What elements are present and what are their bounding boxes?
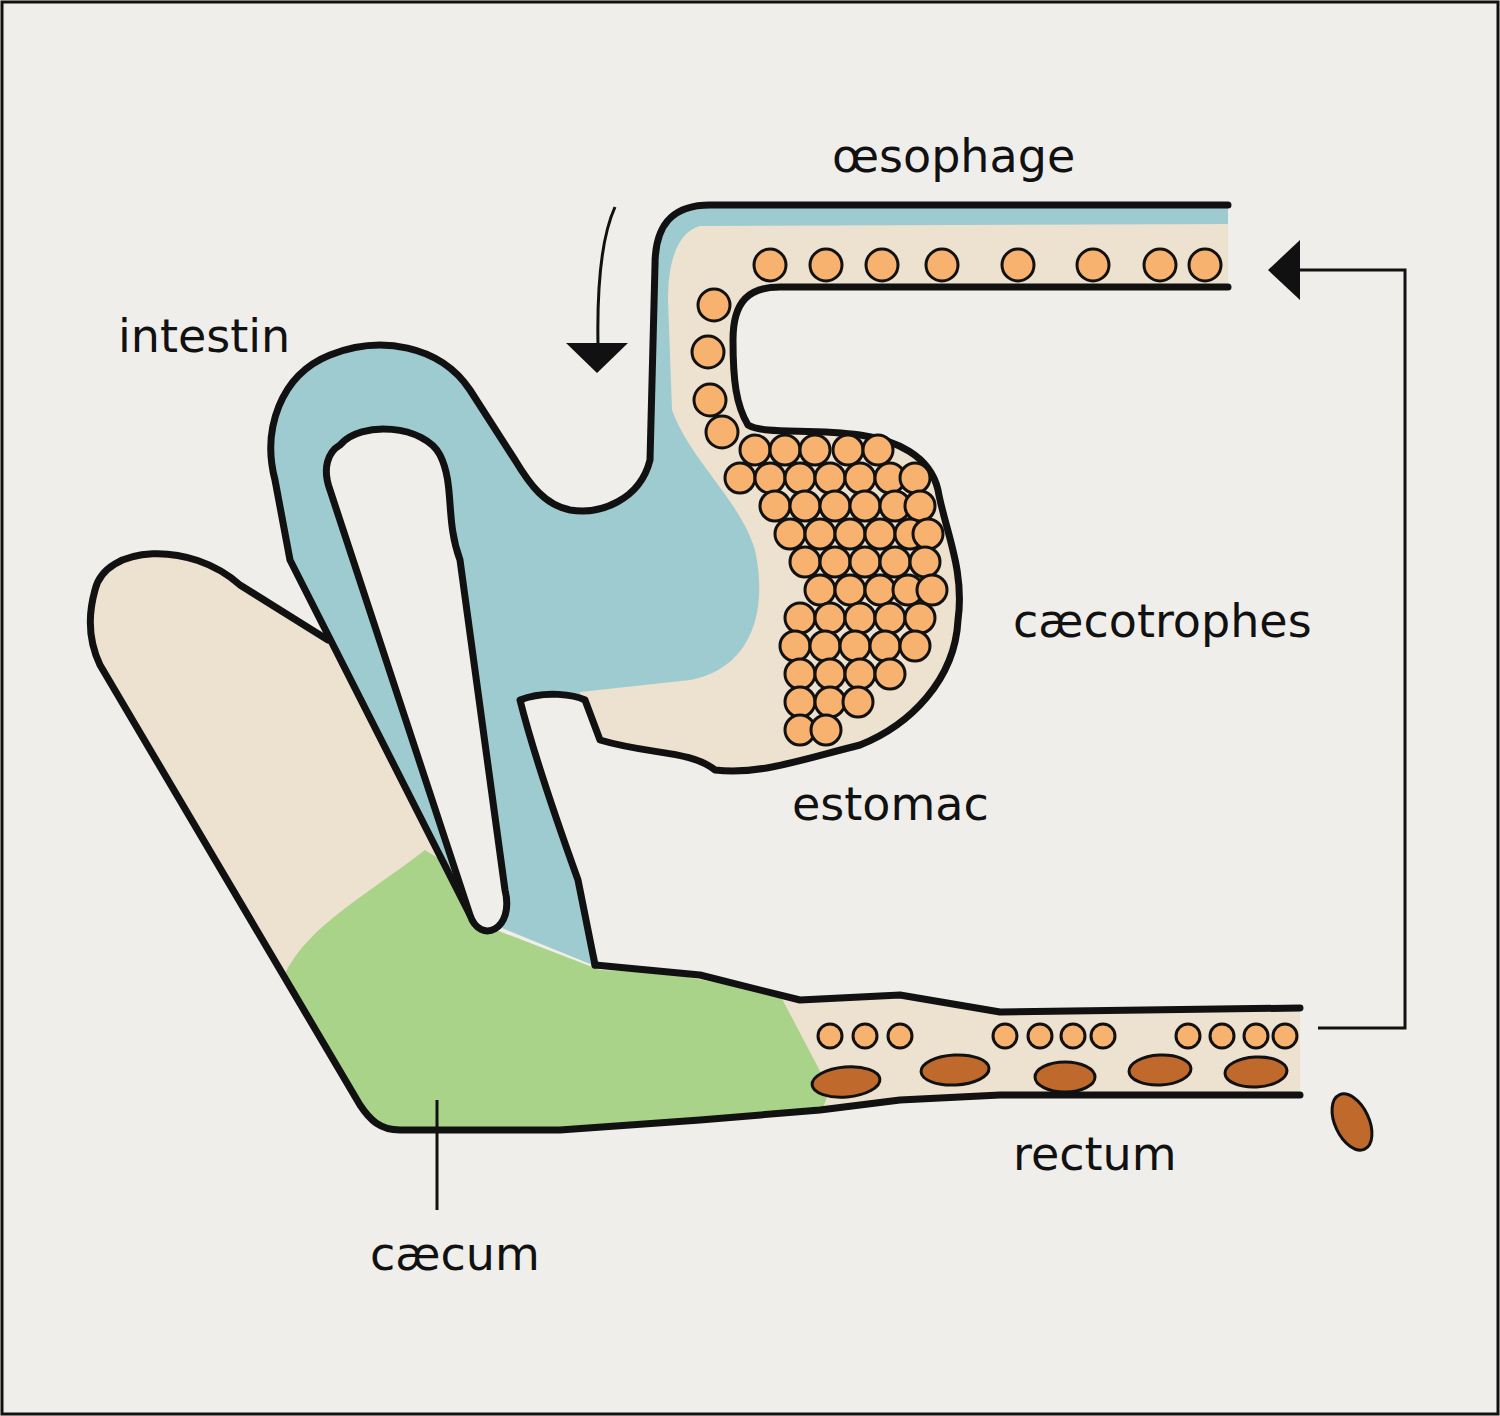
caecotrophe-pellet (811, 715, 841, 745)
caecotrophe-pellet (845, 603, 875, 633)
caecotrophe-pellet (993, 1024, 1017, 1048)
caecotrophe-pellet (706, 416, 738, 448)
pellet-group (692, 249, 1380, 1156)
caecotrophe-pellet (888, 1024, 912, 1048)
caecotrophe-pellet (1144, 249, 1176, 281)
caecotrophe-pellet (863, 435, 893, 465)
caecotrophe-pellet (835, 575, 865, 605)
caecotrophe-pellet (833, 435, 863, 465)
caecotrophe-pellet (760, 491, 790, 521)
caecotrophe-pellet (820, 547, 850, 577)
caecotrophe-pellet (775, 519, 805, 549)
caecotrophe-pellet (785, 687, 815, 717)
faecal-pellet (920, 1053, 989, 1087)
part-label: œsophage (832, 130, 1075, 183)
caecotrophe-pellet (810, 249, 842, 281)
faecal-pellet (1035, 1062, 1095, 1092)
caecotrophe-pellet (790, 547, 820, 577)
caecotrophe-pellet (725, 463, 755, 493)
faecal-pellet (1224, 1055, 1287, 1088)
caecotrophe-pellet (1176, 1024, 1200, 1048)
caecotrophe-pellet (870, 631, 900, 661)
flow-arrow (598, 207, 615, 345)
caecotrophe-pellet (875, 659, 905, 689)
caecotrophe-pellet (815, 687, 845, 717)
caecotrophe-pellet (754, 249, 786, 281)
caecotrophe-pellet (835, 519, 865, 549)
part-label: rectum (1013, 1128, 1177, 1181)
caecotrophe-pellet (875, 603, 905, 633)
caecotrophe-pellet (810, 631, 840, 661)
caecotrophe-pellet (818, 1024, 842, 1048)
caecotrophe-pellet (850, 547, 880, 577)
caecotrophe-pellet (1189, 249, 1221, 281)
caecotrophe-pellet (1061, 1024, 1085, 1048)
caecotrophe-pellet (1091, 1024, 1115, 1048)
faecal-pellet (1324, 1088, 1380, 1157)
caecotrophe-pellet (1028, 1024, 1052, 1048)
arrowhead (1268, 240, 1300, 300)
caecotrophe-pellet (800, 435, 830, 465)
rectum-outline (595, 965, 1300, 1012)
caecotrophe-pellet (853, 1024, 877, 1048)
caecotrophe-pellet (845, 463, 875, 493)
caecotrophe-pellet (843, 687, 873, 717)
caecotrophe-pellet (785, 463, 815, 493)
caecotrophe-pellet (805, 519, 835, 549)
caecotrophe-pellet (865, 575, 895, 605)
leader-line (436, 1100, 439, 1210)
caecotrophe-pellet (917, 575, 947, 605)
caecotrophe-pellet (850, 491, 880, 521)
caecotrophe-pellet (1244, 1024, 1268, 1048)
caecotrophe-pellet (900, 463, 930, 493)
caecum-content (280, 850, 830, 1140)
caecotrophe-pellet (740, 435, 770, 465)
caecotrophe-pellet (910, 547, 940, 577)
caecotrophe-pellet (815, 463, 845, 493)
caecotrophe-pellet (865, 519, 895, 549)
caecotrophe-pellet (1273, 1024, 1297, 1048)
caecotrophe-pellet (755, 463, 785, 493)
faecal-pellet (1128, 1053, 1191, 1086)
caecotrophe-pellet (845, 659, 875, 689)
caecotrophe-pellet (694, 384, 726, 416)
part-label: intestin (118, 310, 290, 363)
faecal-pellet (811, 1064, 881, 1100)
caecotrophe-pellet (866, 249, 898, 281)
part-label: cæcotrophes (1013, 595, 1312, 648)
caecotrophe-pellet (1210, 1024, 1234, 1048)
caecotrophe-pellet (880, 547, 910, 577)
caecotrophe-pellet (785, 659, 815, 689)
caecotrophe-pellet (820, 491, 850, 521)
caecotrophe-pellet (1077, 249, 1109, 281)
part-label: estomac (792, 778, 989, 831)
caecotrophe-pellet (815, 603, 845, 633)
caecotrophe-pellet (905, 603, 935, 633)
arrowhead (566, 343, 628, 373)
caecotrophe-pellet (790, 491, 820, 521)
caecotrophe-pellet (770, 435, 800, 465)
caecotrophe-pellet (926, 249, 958, 281)
caecotrophe-pellet (840, 631, 870, 661)
intestine-loop-gap (326, 429, 506, 931)
part-label: cæcum (370, 1228, 540, 1281)
caecotrophe-pellet (900, 631, 930, 661)
caecotrophe-pellet (913, 519, 943, 549)
caecotrophe-pellet (805, 575, 835, 605)
caecotrophe-pellet (780, 631, 810, 661)
return-arrow (1298, 270, 1405, 1028)
caecotrophe-pellet (1002, 249, 1034, 281)
caecotrophe-pellet (785, 603, 815, 633)
caecotrophe-pellet (905, 491, 935, 521)
caecotrophe-pellet (815, 659, 845, 689)
caecotrophe-pellet (698, 289, 730, 321)
caecotrophe-pellet (692, 336, 724, 368)
